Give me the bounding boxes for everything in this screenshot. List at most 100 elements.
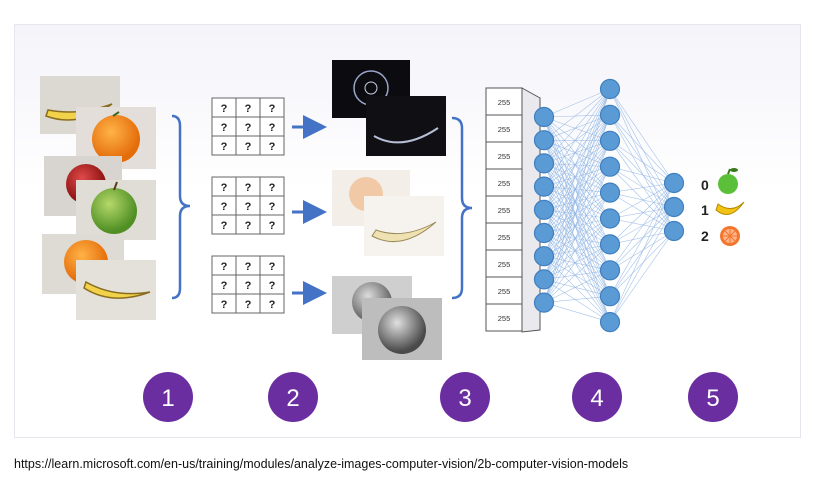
- filter-cell: ?: [221, 122, 228, 134]
- connection: [609, 192, 675, 208]
- photo-green-apple: [76, 180, 156, 240]
- connection: [543, 232, 611, 297]
- connection: [543, 166, 611, 234]
- connection: [543, 302, 611, 323]
- connection: [543, 255, 611, 271]
- connection: [543, 218, 611, 257]
- neuron-layer2-9: [599, 286, 621, 307]
- connection: [543, 140, 611, 219]
- output-label-1: 1: [701, 202, 709, 218]
- neuron-layer2-7: [599, 234, 621, 255]
- filter-cell: ?: [245, 261, 252, 273]
- brace-stage-1: [171, 114, 191, 300]
- connection: [609, 88, 675, 184]
- connection: [543, 232, 611, 245]
- filter-cell: ?: [221, 201, 228, 213]
- input-cell-value: 255: [498, 98, 511, 107]
- connection: [609, 230, 675, 297]
- connection: [543, 166, 611, 257]
- filter-cell: ?: [221, 220, 228, 232]
- filter-cell: ?: [245, 220, 252, 232]
- connection: [543, 88, 611, 303]
- connection: [543, 114, 611, 187]
- filter-cell: ?: [245, 103, 252, 115]
- connection: [543, 192, 611, 257]
- filter-cell: ?: [221, 103, 228, 115]
- connection: [543, 166, 611, 211]
- connection: [609, 206, 675, 219]
- connection: [543, 192, 611, 303]
- connection: [543, 255, 611, 297]
- source-url[interactable]: https://learn.microsoft.com/en-us/traini…: [14, 457, 629, 471]
- connection: [543, 279, 611, 323]
- output-label-2: 2: [701, 228, 709, 244]
- neuron-layer1-8: [533, 269, 555, 290]
- neuron-layer2-3: [599, 130, 621, 151]
- connection: [543, 114, 611, 141]
- neuron-layer2-8: [599, 260, 621, 281]
- input-cell-value: 255: [498, 179, 511, 188]
- connection: [609, 114, 675, 184]
- filter-cell: ?: [221, 299, 228, 311]
- banana-icon: [715, 201, 745, 215]
- connection: [609, 114, 675, 232]
- network-connections: [540, 88, 675, 323]
- connection: [543, 186, 611, 245]
- connection: [543, 88, 611, 280]
- step-label-5: 5: [706, 385, 719, 412]
- connection: [543, 244, 611, 303]
- connection: [543, 140, 611, 164]
- connection: [543, 163, 611, 167]
- filter-cell: ?: [269, 261, 276, 273]
- connection: [543, 166, 611, 187]
- step-label-1: 1: [161, 385, 174, 412]
- connection: [609, 182, 675, 271]
- connection: [543, 209, 611, 297]
- filter-cell: ?: [245, 201, 252, 213]
- connection: [609, 230, 675, 271]
- filter-cell: ?: [245, 299, 252, 311]
- connection: [543, 114, 611, 118]
- filter-cell: ?: [245, 122, 252, 134]
- input-cell-value: 255: [498, 314, 511, 323]
- connection: [543, 192, 611, 280]
- connection: [609, 182, 675, 219]
- filter-cell: ?: [269, 122, 276, 134]
- connection: [543, 209, 611, 219]
- feature-map-texture: [332, 276, 442, 360]
- connection: [543, 232, 611, 271]
- connection: [543, 244, 611, 257]
- connection: [543, 218, 611, 303]
- connection: [543, 140, 611, 257]
- connection: [543, 163, 611, 271]
- connection: [543, 295, 611, 303]
- connection: [543, 88, 611, 118]
- connection: [609, 182, 675, 297]
- filter-kernel-2: ?????????: [211, 176, 285, 235]
- step-markers: 1 2 3 4 5: [143, 372, 738, 422]
- connection: [543, 140, 611, 234]
- filter-cell: ?: [269, 220, 276, 232]
- step-label-3: 3: [458, 385, 471, 412]
- connection: [609, 206, 675, 271]
- feature-map-edges: [332, 60, 446, 156]
- connection: [543, 163, 611, 193]
- output-label-0: 0: [701, 177, 709, 193]
- step-circle-2: 2: [268, 372, 318, 422]
- neuron-layer2-2: [599, 104, 621, 126]
- step-label-2: 2: [286, 385, 299, 412]
- neuron-layer2-1: [599, 78, 621, 100]
- connection: [543, 88, 611, 234]
- connection: [609, 140, 675, 208]
- connection: [609, 206, 675, 323]
- connection: [543, 163, 611, 245]
- connection: [543, 163, 611, 219]
- connection: [609, 166, 675, 208]
- step-circle-5: 5: [688, 372, 738, 422]
- connection: [543, 140, 611, 187]
- connection: [543, 88, 611, 210]
- input-cell-value: 255: [498, 152, 511, 161]
- connection: [543, 116, 611, 193]
